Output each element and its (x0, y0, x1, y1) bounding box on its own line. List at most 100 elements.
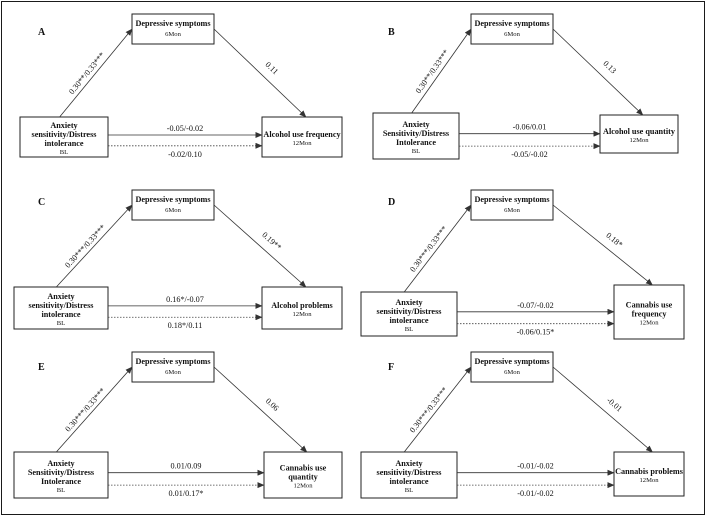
predictor-timepoint: BL (57, 487, 65, 494)
mediator-timepoint: 6Mon (504, 31, 520, 38)
path-b-arrow (213, 28, 307, 118)
outcome-timepoint: 12Mon (293, 483, 313, 490)
predictor-box (360, 451, 458, 499)
predictor-box (13, 451, 109, 499)
predictor-label-line: Anxiety (47, 292, 75, 301)
outcome-box (613, 451, 685, 497)
path-a-arrow (56, 366, 133, 453)
path-b-arrow (213, 204, 307, 288)
path-c-bottom-coefficient: 0.01/0.17* (168, 489, 203, 498)
predictor-label-line: sensitivity/Distress (32, 130, 97, 139)
path-a-coefficient: 0.30***/0.33*** (63, 223, 107, 270)
outcome-timepoint: 12Mon (639, 477, 659, 484)
mediator-title: Depressive symptoms (135, 195, 210, 204)
mediator-box (470, 351, 554, 383)
outcome-timepoint: 12Mon (629, 137, 649, 144)
mediator-timepoint: 6Mon (504, 207, 520, 214)
mediator-title: Depressive symptoms (474, 19, 549, 28)
predictor-timepoint: BL (405, 326, 413, 333)
path-a-arrow (403, 204, 472, 293)
path-a-arrow (411, 28, 472, 114)
panel-label: B (388, 27, 395, 38)
predictor-label-line: intolerance (389, 477, 428, 486)
mediator-timepoint: 6Mon (165, 31, 181, 38)
path-a-coefficient: 0.30***/0.33*** (408, 385, 449, 434)
predictor-label-line: intolerance (389, 316, 428, 325)
path-b-arrow (552, 366, 653, 453)
predictor-label-line: intolerance (41, 310, 80, 319)
predictor-label-line: sensitivity/Distress (377, 307, 442, 316)
path-a-arrow (59, 28, 133, 118)
path-c-top-coefficient: -0.05/-0.02 (167, 124, 203, 133)
path-a-coefficient: 0.30***/0.33*** (408, 224, 449, 274)
panel-label: E (38, 362, 45, 373)
outcome-box (599, 114, 679, 154)
outcome-timepoint: 12Mon (639, 320, 659, 327)
predictor-label-line: intolerance (44, 139, 83, 148)
predictor-label-line: Intolerance (396, 138, 436, 147)
path-b-arrow (552, 204, 653, 286)
outcome-box (613, 284, 685, 340)
path-c-bottom-coefficient: 0.18*/0.11 (168, 321, 203, 330)
panel-label: C (38, 197, 45, 208)
path-c-top-coefficient: -0.01/-0.02 (517, 462, 553, 471)
path-b-coefficient: 0.19** (260, 230, 283, 252)
path-c-top-coefficient: 0.01/0.09 (171, 462, 202, 471)
panel-label: A (38, 27, 46, 38)
mediator-title: Depressive symptoms (474, 195, 549, 204)
outcome-timepoint: 12Mon (292, 140, 312, 147)
outcome-label-line: quantity (288, 473, 318, 482)
path-a-coefficient: 0.30**/0.33*** (414, 48, 451, 95)
panel-label: F (388, 362, 394, 373)
path-b-coefficient: 0.13 (601, 59, 618, 75)
path-c-top-coefficient: -0.06/0.01 (513, 123, 547, 132)
mediator-title: Depressive symptoms (135, 357, 210, 366)
mediator-timepoint: 6Mon (165, 207, 181, 214)
mediator-box (131, 13, 215, 45)
predictor-label-line: Sensitivity/Distress (28, 468, 94, 477)
outcome-label-line: Cannabis use (626, 301, 673, 310)
outcome-label-line: frequency (632, 310, 668, 319)
panel-label: D (388, 197, 395, 208)
outcome-label-line: Alcohol problems (271, 301, 333, 310)
predictor-box (13, 286, 109, 330)
path-c-bottom-coefficient: -0.02/0.10 (168, 150, 202, 159)
predictor-label-line: Sensitivity/Distress (383, 129, 449, 138)
predictor-label-line: Anxiety (395, 459, 423, 468)
path-b-coefficient: 0.06 (264, 396, 281, 412)
predictor-box (19, 116, 109, 158)
path-b-coefficient: 0.11 (264, 60, 280, 76)
outcome-label-line: Alcohol use frequency (263, 130, 341, 139)
outcome-box (261, 286, 343, 330)
mediator-timepoint: 6Mon (504, 369, 520, 376)
mediator-title: Depressive symptoms (135, 19, 210, 28)
path-a-coefficient: 0.30***/0.33*** (63, 386, 107, 433)
predictor-timepoint: BL (412, 148, 420, 155)
predictor-timepoint: BL (60, 149, 68, 156)
path-b-arrow (213, 366, 308, 453)
mediator-box (131, 351, 215, 383)
predictor-box (360, 291, 458, 337)
path-b-arrow (552, 28, 644, 116)
predictor-timepoint: BL (57, 320, 65, 327)
outcome-label-line: Alcohol use quantity (603, 127, 676, 136)
path-a-coefficient: 0.30**/0.33*** (67, 51, 107, 96)
path-b-coefficient: 0.18* (604, 231, 624, 250)
path-c-bottom-coefficient: -0.06/0.15* (517, 328, 555, 337)
predictor-label-line: Anxiety (402, 120, 430, 129)
path-b-coefficient: -0.01 (605, 396, 624, 414)
predictor-label-line: sensitivity/Distress (29, 301, 94, 310)
path-c-top-coefficient: -0.07/-0.02 (517, 301, 553, 310)
path-a-arrow (403, 366, 472, 453)
path-a-arrow (56, 204, 133, 288)
predictor-label-line: Intolerance (41, 477, 81, 486)
outcome-label-line: Cannabis problems (615, 467, 683, 476)
mediator-timepoint: 6Mon (165, 369, 181, 376)
predictor-label-line: Anxiety (50, 121, 78, 130)
path-c-top-coefficient: 0.16*/-0.07 (166, 295, 204, 304)
predictor-label-line: Anxiety (47, 459, 75, 468)
predictor-timepoint: BL (405, 487, 413, 494)
predictor-box (372, 112, 460, 160)
